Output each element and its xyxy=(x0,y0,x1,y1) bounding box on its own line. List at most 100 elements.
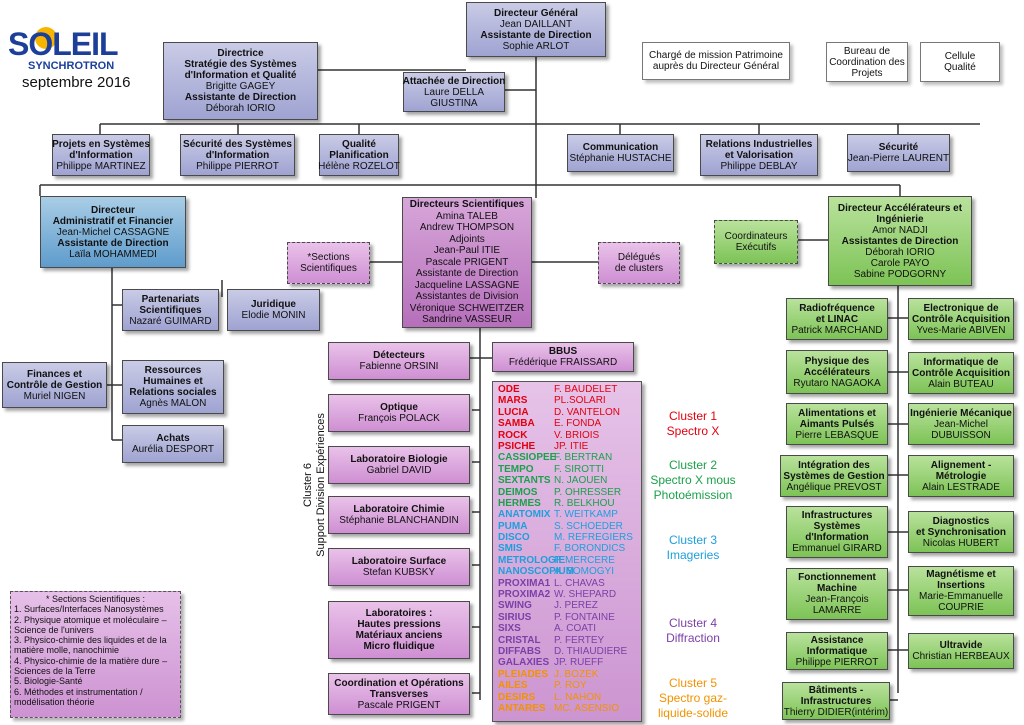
beamline-person: W. SHEPARD xyxy=(554,589,617,601)
acc-right-4-box[interactable]: Diagnostics et Synchronisation Nicolas H… xyxy=(908,511,1014,553)
optique-box[interactable]: Optique François POLACK xyxy=(328,394,470,432)
legend-line-5: matière molle, nanochimie xyxy=(14,645,120,656)
coordinateurs-box[interactable]: Coordinateurs Exécutifs xyxy=(714,220,798,264)
acc-left-4-l2: Systèmes xyxy=(813,521,861,532)
bureau-l1: Bureau de xyxy=(843,45,891,57)
relations-box[interactable]: Relations Industrielles et Valorisation … xyxy=(700,134,818,176)
acc-right-2-box[interactable]: Ingénierie Mécanique Jean-Michel DUBUISS… xyxy=(908,403,1014,445)
beamline-person: P. OHRESSER xyxy=(554,486,622,498)
beamline-name: ANATOMIX xyxy=(498,509,551,521)
directeur-accelerateurs-box[interactable]: Directeur Accélérateurs et Ingénierie Am… xyxy=(828,196,972,286)
beamline-name: METROLOGIE xyxy=(498,554,566,566)
cluster-5-l2: Spectro gaz- xyxy=(658,691,728,705)
beamline-name: SIXS xyxy=(498,623,521,635)
detecteurs-l1: Détecteurs xyxy=(373,350,425,361)
achats-box[interactable]: Achats Aurélia DESPORT xyxy=(122,425,224,463)
acc-left-6-box[interactable]: Assistance Informatique Philippe PIERROT xyxy=(786,632,888,670)
daf-l5: Laïla MOHAMMEDI xyxy=(69,248,157,260)
directeurs-scientifiques-box[interactable]: Directeurs Scientifiques Amina TALEB And… xyxy=(402,197,532,328)
acc-left-2-box[interactable]: Alimentations et Aimants Pulsés Pierre L… xyxy=(786,403,888,445)
acc-left-3-box[interactable]: Intégration des Systèmes de Gestion Angé… xyxy=(780,455,888,497)
daf-box[interactable]: Directeur Administratif et Financier Jea… xyxy=(40,196,186,268)
acc-right-6-box[interactable]: Ultravide Christian HERBEAUX xyxy=(908,633,1014,669)
beamline-person: S. SCHOEDER xyxy=(554,520,623,532)
cluster-3-l2: Imageries xyxy=(666,548,720,562)
legend-line-6: 4. Physico-chimie de la matière dure – xyxy=(14,655,168,666)
dacc-line-1: Ingénierie xyxy=(876,213,924,225)
dacc-line-5: Carole PAYO xyxy=(870,257,930,269)
acc-right-4-l1: Diagnostics xyxy=(932,515,990,527)
acc-left-5-box[interactable]: Fonctionnement Machine Jean-François LAM… xyxy=(786,568,888,620)
finances-box[interactable]: Finances et Contrôle de Gestion Muriel N… xyxy=(2,362,107,408)
beamline-person: MC. ASENSIO xyxy=(554,702,620,714)
acc-right-2-l2: Jean-Michel xyxy=(934,418,988,430)
rh-box[interactable]: Ressources Humaines et Relations sociale… xyxy=(122,360,224,414)
coordination-box[interactable]: Coordination et Opérations Transverses P… xyxy=(328,673,470,715)
qualite-box[interactable]: Qualité Planification Hélène ROZELOT xyxy=(318,134,400,176)
acc-right-4-l2: et Synchronisation xyxy=(915,526,1006,538)
acc-left-5-l4: LAMARRE xyxy=(812,605,862,616)
partenariats-l3: Nazaré GUIMARD xyxy=(129,315,212,327)
acc-right-5-l2: Insertions xyxy=(937,580,985,591)
acc-left-0-box[interactable]: Radiofréquence et LINAC Patrick MARCHAND xyxy=(786,298,888,340)
attachee-box[interactable]: Attachée de Direction Laure DELLA GIUSTI… xyxy=(403,72,505,112)
coordination-l3: Pascale PRIGENT xyxy=(357,699,441,711)
acc-right-1-box[interactable]: Informatique de Contrôle Acquisition Ala… xyxy=(908,352,1014,394)
juridique-box[interactable]: Juridique Elodie MONIN xyxy=(227,289,320,331)
labo-biologie-box[interactable]: Laboratoire Biologie Gabriel DAVID xyxy=(328,446,470,484)
securite-box[interactable]: Sécurité Jean-Pierre LAURENT xyxy=(847,134,950,172)
communication-box[interactable]: Communication Stéphanie HUSTACHE xyxy=(567,134,674,172)
acc-right-3-box[interactable]: Alignement - Métrologie Alain LESTRADE xyxy=(908,455,1014,497)
cluster-3-label: Cluster 3 Imageries xyxy=(638,533,748,563)
dacc-line-6: Sabine PODGORNY xyxy=(853,268,947,280)
securite-si-box[interactable]: Sécurité des Systèmes d'Information Phil… xyxy=(180,134,295,176)
dg-name: Jean DAILLANT xyxy=(499,18,573,30)
delegues-box[interactable]: Délégués de clusters xyxy=(598,242,680,284)
beamline-person: L. CHAVAS xyxy=(554,577,605,589)
detecteurs-box[interactable]: Détecteurs Fabienne ORSINI xyxy=(328,342,470,380)
beamline-name: PLEIADES xyxy=(498,668,549,680)
beamline-person: P. FERTEY xyxy=(554,634,605,646)
directeur-general-box[interactable]: Directeur Général Jean DAILLANT Assistan… xyxy=(466,2,606,57)
acc-left-7-box[interactable]: Bâtiments - Infrastructures Thierry DIDI… xyxy=(782,682,890,720)
dsi-box[interactable]: Directrice Stratégie des Systèmes d'Info… xyxy=(163,42,318,120)
sections-box[interactable]: *Sections Scientifiques xyxy=(287,242,370,284)
acc-right-0-box[interactable]: Electronique de Contrôle Acquisition Yve… xyxy=(908,298,1014,340)
finances-l2: Contrôle de Gestion xyxy=(6,379,103,391)
laboratoires-box[interactable]: Laboratoires : Hautes pressions Matériau… xyxy=(328,601,470,659)
patrimoine-box[interactable]: Chargé de mission Patrimoine auprès du D… xyxy=(642,42,790,80)
rh-l3: Relations sociales xyxy=(129,387,217,398)
acc-left-0-l3: Patrick MARCHAND xyxy=(791,324,883,336)
cellule-box[interactable]: Cellule Qualité xyxy=(920,42,1000,82)
dsi-l5: Assistante de Direction xyxy=(184,92,297,103)
legend-line-7: Sciences de la Terre xyxy=(14,666,96,677)
acc-left-4-box[interactable]: Infrastructures Systèmes d'Information E… xyxy=(786,506,888,558)
laboratoires-l1: Laboratoires : xyxy=(365,608,433,619)
bbus-box[interactable]: BBUS Frédérique FRAISSARD xyxy=(492,342,634,372)
beamline-person: N. JAOUEN xyxy=(554,475,608,487)
beamline-name: ODE xyxy=(498,384,520,395)
bbus-l1: BBUS xyxy=(548,346,578,357)
bureau-box[interactable]: Bureau de Coordination des Projets xyxy=(826,42,908,82)
partenariats-box[interactable]: Partenariats Scientifiques Nazaré GUIMAR… xyxy=(122,289,219,331)
cellule-l1: Cellule xyxy=(944,51,976,62)
acc-right-5-box[interactable]: Magnétisme et Insertions Marie-Emmanuell… xyxy=(908,566,1014,616)
acc-left-7-l1: Bâtiments - xyxy=(808,684,864,696)
beamline-person: J. PEREZ xyxy=(554,600,598,612)
acc-left-4-l4: Emmanuel GIRARD xyxy=(792,543,882,554)
projets-si-box[interactable]: Projets en Systèmes d'Information Philip… xyxy=(52,134,150,176)
projets-si-l2: d'Information xyxy=(69,149,133,161)
beamline-person: F. BORONDICS xyxy=(554,543,626,555)
labo-chimie-box[interactable]: Laboratoire Chimie Stéphanie BLANCHANDIN xyxy=(328,496,470,534)
cluster-1-label: Cluster 1 Spectro X xyxy=(638,409,748,439)
cluster-4-label: Cluster 4 Diffraction xyxy=(638,616,748,646)
acc-right-6-l1: Ultravide xyxy=(939,640,983,651)
acc-left-1-box[interactable]: Physique des Accélérateurs Ryutaro NAGAO… xyxy=(786,350,888,394)
ds-line-8: Assistantes de Division xyxy=(415,291,519,303)
beamline-name: PSICHE xyxy=(498,440,536,452)
labo-surface-box[interactable]: Laboratoire Surface Stefan KUBSKY xyxy=(328,548,470,586)
